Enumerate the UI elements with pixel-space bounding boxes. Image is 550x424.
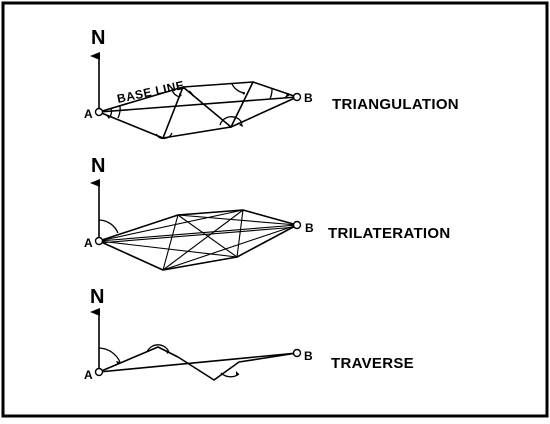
triangulation-panel: N BASE LINE: [84, 27, 459, 140]
triangulation-network: [98, 81, 298, 140]
north-label: N: [91, 155, 105, 177]
traverse-network: [98, 344, 298, 381]
station-a-label: A: [84, 236, 93, 250]
trilateration-title: TRILATERATION: [328, 225, 451, 242]
figure-border: [1, 1, 549, 418]
station-b: [292, 92, 302, 102]
north-arrow: N: [90, 27, 105, 113]
station-a: [94, 236, 104, 246]
north-arrow: N: [90, 286, 104, 373]
station-b: [292, 220, 302, 230]
baseline-label: BASE LINE: [116, 78, 186, 106]
traverse-panel: N A B TRAVERSE: [84, 286, 414, 382]
station-a: [94, 107, 104, 117]
north-arrow: N: [90, 155, 105, 241]
north-label: N: [91, 27, 105, 49]
station-a: [94, 367, 104, 377]
north-label: N: [90, 286, 104, 308]
trilateration-network: [98, 209, 298, 271]
trilateration-panel: N A B TRILATERATION: [84, 155, 451, 271]
station-b: [292, 348, 302, 358]
traverse-title: TRAVERSE: [331, 355, 414, 372]
station-a-label: A: [84, 368, 93, 382]
triangulation-title: TRIANGULATION: [332, 96, 459, 113]
station-b-label: B: [304, 349, 313, 363]
station-b-label: B: [305, 221, 314, 235]
station-a-label: A: [84, 107, 93, 121]
station-b-label: B: [304, 91, 313, 105]
